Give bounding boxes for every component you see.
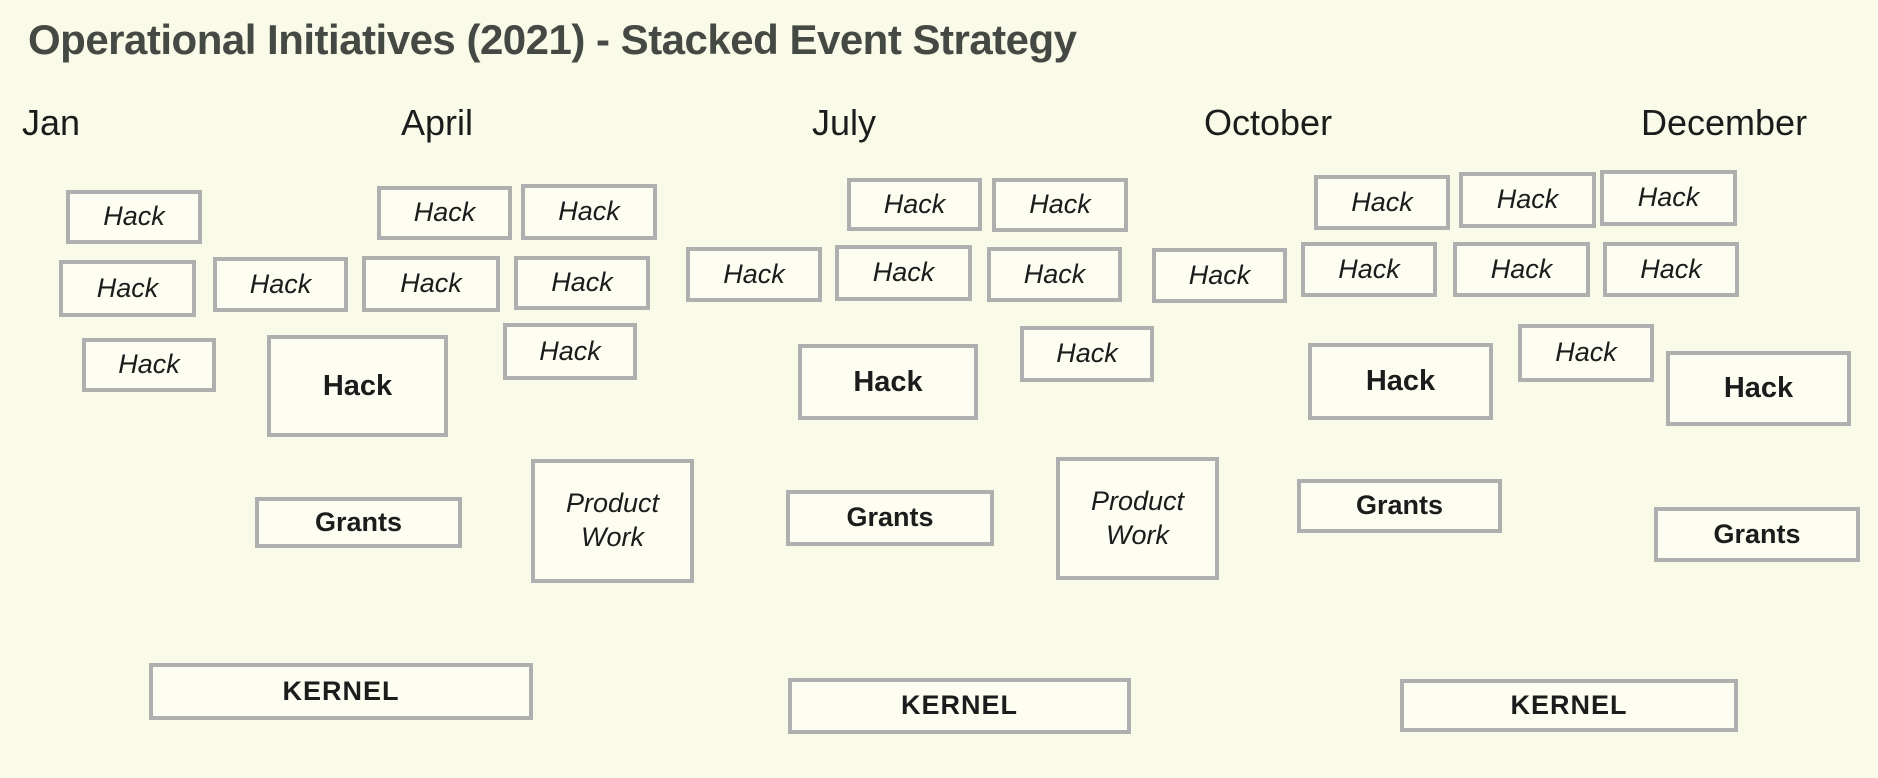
hack-italic-box: Hack xyxy=(992,178,1128,232)
month-label-jan: Jan xyxy=(22,102,81,143)
hack-italic-box: Hack xyxy=(987,247,1122,302)
hack-italic-box: Hack xyxy=(377,186,512,240)
hack-italic-box: Hack xyxy=(1020,326,1154,382)
kernel-box: KERNEL xyxy=(788,678,1131,734)
hack-bold-box: Hack xyxy=(267,335,448,437)
month-label-december: December xyxy=(1641,102,1808,143)
hack-bold-box: Hack xyxy=(1666,351,1851,426)
hack-italic-box: Hack xyxy=(1314,175,1450,230)
hack-italic-box: Hack xyxy=(82,338,216,392)
hack-italic-box: Hack xyxy=(503,323,637,380)
hack-italic-box: Hack xyxy=(66,190,202,244)
hack-italic-box: Hack xyxy=(1600,170,1737,226)
month-label-july: July xyxy=(812,102,877,143)
grants-box: Grants xyxy=(786,490,994,546)
month-label-april: April xyxy=(401,102,474,143)
hack-italic-box: Hack xyxy=(514,256,650,310)
hack-italic-box: Hack xyxy=(1301,242,1437,297)
hack-italic-box: Hack xyxy=(847,178,982,231)
grants-box: Grants xyxy=(1654,507,1860,562)
hack-italic-box: Hack xyxy=(1459,172,1596,228)
kernel-box: KERNEL xyxy=(1400,679,1738,732)
hack-italic-box: Hack xyxy=(59,260,196,317)
hack-italic-box: Hack xyxy=(835,245,972,301)
hack-italic-box: Hack xyxy=(1518,324,1654,382)
hack-bold-box: Hack xyxy=(1308,343,1493,420)
grants-box: Grants xyxy=(1297,479,1502,533)
product-work-box: Product Work xyxy=(1056,457,1219,580)
hack-italic-box: Hack xyxy=(362,256,500,312)
hack-italic-box: Hack xyxy=(1152,248,1287,303)
hack-italic-box: Hack xyxy=(1603,242,1739,297)
hack-bold-box: Hack xyxy=(798,344,978,420)
page-title: Operational Initiatives (2021) - Stacked… xyxy=(28,16,1077,63)
hack-italic-box: Hack xyxy=(1453,242,1590,297)
hack-italic-box: Hack xyxy=(686,247,822,302)
month-label-october: October xyxy=(1204,102,1333,143)
product-work-box: Product Work xyxy=(531,459,694,583)
kernel-box: KERNEL xyxy=(149,663,533,720)
hack-italic-box: Hack xyxy=(521,184,657,240)
hack-italic-box: Hack xyxy=(213,257,348,312)
grants-box: Grants xyxy=(255,497,462,548)
